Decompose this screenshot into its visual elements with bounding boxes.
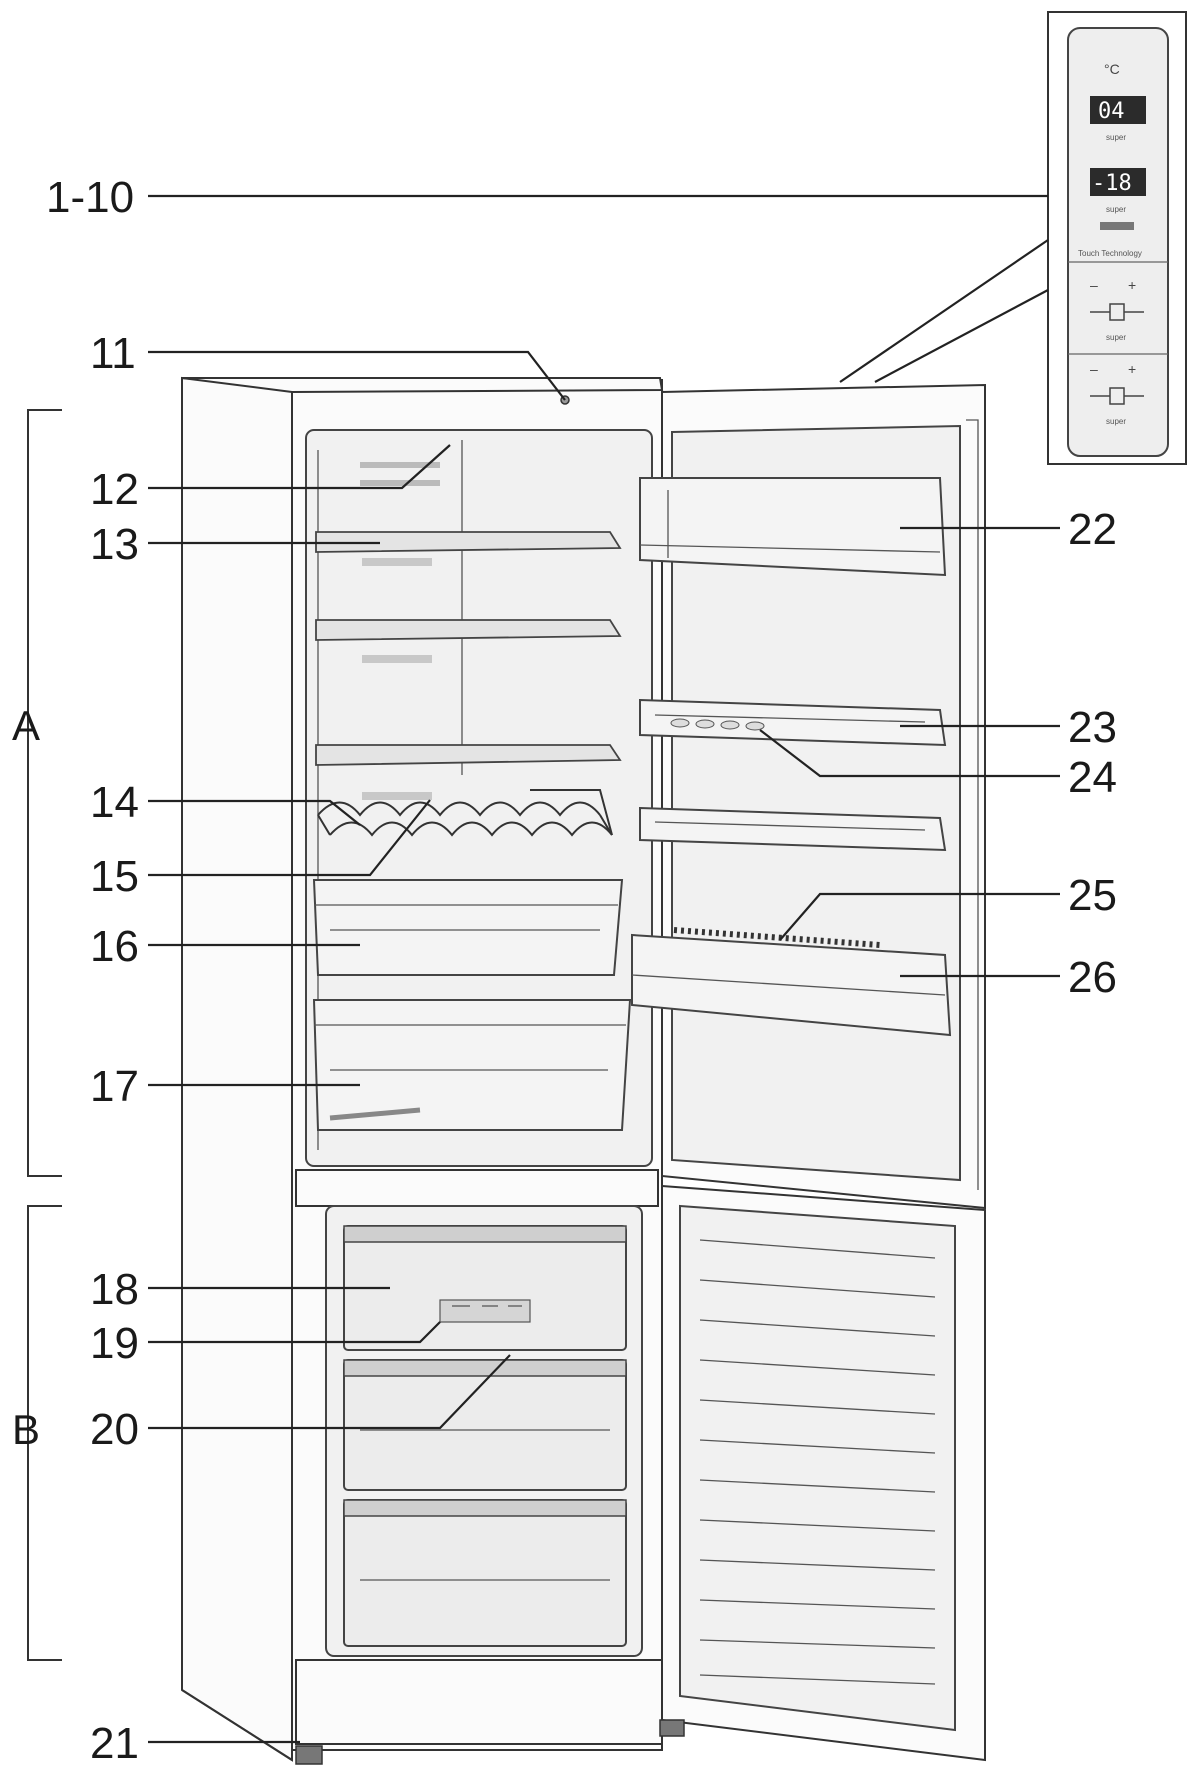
callout-13: 13 (90, 520, 139, 569)
callout-15: 15 (90, 852, 139, 901)
callout-26: 26 (1068, 953, 1117, 1002)
bracket-freezer-section (27, 1205, 62, 1661)
glass-shelf (315, 619, 622, 641)
section-label-fridge: A (12, 702, 40, 749)
callout-12: 12 (90, 465, 139, 514)
callout-19: 19 (90, 1319, 139, 1368)
super-cool-label: super (1106, 133, 1126, 142)
leader-line-24 (759, 729, 1060, 778)
freezer-door (661, 1184, 986, 1762)
freezer-plus-button[interactable]: + (1128, 361, 1136, 377)
inset-connector (839, 239, 1049, 383)
section-label-freezer: B (12, 1406, 40, 1453)
callout-14: 14 (90, 778, 139, 827)
callout-1-10: 1-10 (46, 173, 134, 222)
shelf-support (362, 558, 432, 566)
freezer-temperature-display (1090, 168, 1146, 196)
leader-line-15 (148, 799, 431, 877)
fridge-minus-button[interactable]: – (1090, 277, 1098, 293)
leader-line-20 (148, 1354, 511, 1430)
callout-24: 24 (1068, 753, 1117, 802)
callout-23: 23 (1068, 703, 1117, 752)
vent-slot (360, 480, 440, 486)
freezer-temperature-value: -18 (1092, 171, 1132, 196)
freezer-drawer-bottom (343, 1499, 627, 1647)
leader-line-19 (148, 1321, 441, 1344)
leader-line-14 (148, 799, 361, 826)
bottle-shelf (631, 927, 952, 1037)
fridge-super-button[interactable] (1090, 303, 1144, 321)
fridge-compartment (305, 429, 653, 1167)
leader-line-12 (148, 444, 451, 490)
alarm-icon (1100, 222, 1134, 230)
callout-11: 11 (90, 329, 136, 378)
glass-shelf (315, 531, 622, 553)
inset-connector (874, 289, 1049, 383)
super-freeze-label: super (1106, 205, 1126, 214)
touch-technology-label: Touch Technology (1078, 249, 1142, 258)
callout-17: 17 (90, 1062, 139, 1111)
freezer-door-ribs (699, 1239, 936, 1685)
freezer-drawer-top (343, 1225, 627, 1351)
leader-line-11 (148, 350, 566, 401)
fridge-temperature-value: 04 (1098, 99, 1125, 124)
fridge-plus-button[interactable]: + (1128, 277, 1136, 293)
adjustable-foot (659, 1719, 685, 1737)
callout-18: 18 (90, 1265, 139, 1314)
bottle-rack (317, 789, 613, 837)
freezer-super-label: super (1106, 417, 1126, 426)
temperature-unit: °C (1104, 61, 1120, 77)
freezer-super-button[interactable] (1090, 387, 1144, 405)
butter-compartment (639, 477, 947, 577)
freezer-calendar (439, 1299, 531, 1323)
vent-slot (360, 462, 440, 468)
shelf-support (362, 655, 432, 663)
adjustable-foot (295, 1745, 323, 1765)
callout-22: 22 (1068, 505, 1117, 554)
callout-16: 16 (90, 922, 139, 971)
bracket-fridge-section (27, 409, 62, 1177)
door-shelf (639, 698, 947, 747)
chiller-drawer (312, 879, 624, 976)
fridge-temperature-display (1090, 96, 1146, 124)
leader-line-25 (779, 892, 1060, 941)
door-shelf (639, 806, 947, 852)
callout-21: 21 (90, 1719, 139, 1768)
egg-tray (670, 718, 765, 731)
freezer-minus-button[interactable]: – (1090, 361, 1098, 377)
callout-20: 20 (90, 1405, 139, 1454)
callout-25: 25 (1068, 871, 1117, 920)
glass-shelf (315, 744, 622, 766)
vegetable-container (312, 999, 632, 1131)
shelf-support (362, 792, 432, 800)
fridge-super-label: super (1106, 333, 1126, 342)
freezer-drawer-middle (343, 1359, 627, 1491)
